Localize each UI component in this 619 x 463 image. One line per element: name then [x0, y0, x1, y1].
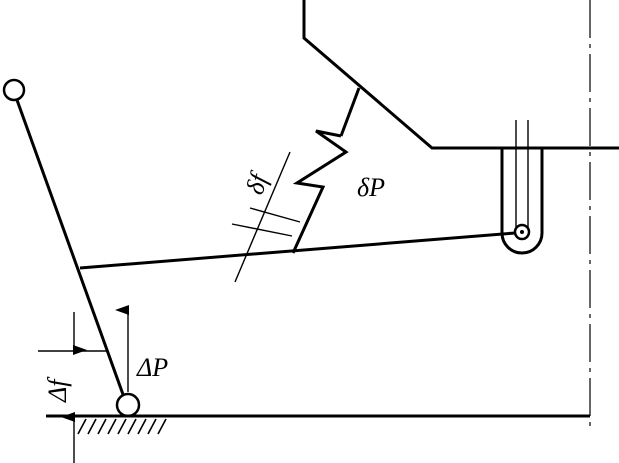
spring-coil — [291, 129, 349, 254]
housing-outline — [302, 0, 619, 150]
lever-bar — [79, 231, 516, 270]
contact-roller — [115, 392, 141, 418]
delta-f-extension-upper — [234, 151, 291, 283]
label-cap-delta-p: ΔP — [136, 353, 168, 382]
clevis-bracket — [500, 148, 544, 255]
pivot-pin-right-center — [520, 230, 524, 234]
delta-f-tick — [231, 223, 293, 237]
ground-hatching — [77, 418, 167, 435]
label-cap-delta-f: Δf — [43, 376, 72, 403]
pendulum-rod — [15, 99, 127, 401]
spring-upper-segment — [339, 87, 361, 137]
label-delta-f: δf — [240, 167, 274, 198]
label-delta-p: δP — [357, 173, 385, 202]
pivot-circle-top — [2, 78, 26, 102]
delta-f-dimension-line — [249, 207, 301, 223]
